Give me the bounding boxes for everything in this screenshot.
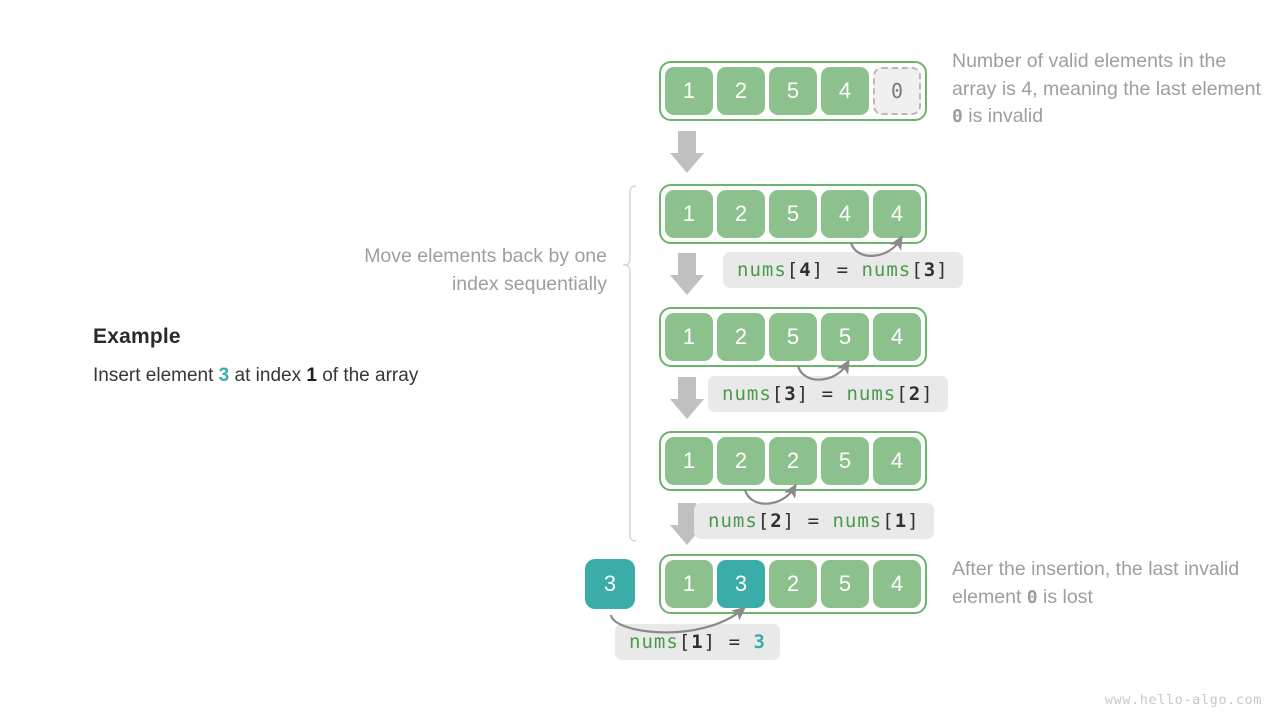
code-operator: =	[728, 631, 742, 653]
caption-top-highlight: 0	[952, 106, 963, 128]
array-step-3: 1 2 2 5 4	[659, 431, 927, 491]
arrow-shaft	[678, 131, 696, 153]
arrow-head	[670, 399, 704, 419]
code-label-insert: nums[1] = 3	[615, 624, 780, 660]
array-cell: 2	[717, 190, 765, 238]
code-rhs-index: 1	[894, 510, 908, 532]
arrow-shaft	[678, 253, 696, 275]
code-rhs-index: 2	[908, 383, 922, 405]
code-lhs-index: 4	[799, 259, 812, 281]
array-initial: 1 2 5 4 0	[659, 61, 927, 121]
array-step-1: 1 2 5 4 4	[659, 184, 927, 244]
watermark: www.hello-algo.com	[1104, 692, 1262, 708]
arrow-head	[670, 275, 704, 295]
array-cell: 5	[769, 313, 817, 361]
array-cell-invalid: 0	[873, 67, 921, 115]
example-title: Example	[93, 325, 181, 348]
caption-after-insertion: After the insertion, the last invalid el…	[952, 556, 1262, 611]
array-cell: 4	[873, 313, 921, 361]
caption-initial-array: Number of valid elements in the array is…	[952, 48, 1262, 131]
code-rhs-name: nums	[832, 510, 883, 532]
code-label-step-1: nums[4] = nums[3]	[723, 252, 963, 288]
example-sentence-middle: at index	[229, 365, 307, 386]
example-sentence: Insert element 3 at index 1 of the array	[93, 364, 553, 389]
array-cell: 5	[821, 560, 869, 608]
array-cell: 1	[665, 313, 713, 361]
code-operator: =	[821, 383, 835, 405]
caption-bottom-part2: is lost	[1037, 585, 1093, 608]
array-cell: 4	[873, 437, 921, 485]
array-cell: 2	[717, 437, 765, 485]
example-sentence-suffix: of the array	[316, 365, 419, 386]
array-cell-inserted: 3	[717, 560, 765, 608]
code-rhs-index: 3	[923, 259, 937, 281]
array-cell: 1	[665, 190, 713, 238]
array-cell: 2	[717, 313, 765, 361]
caption-bottom-part1: After the insertion, the last invalid el…	[952, 558, 1240, 608]
example-index-value: 1	[306, 365, 317, 386]
code-lhs-name: nums	[737, 259, 787, 281]
caption-shift-elements: Move elements back by one index sequenti…	[364, 245, 607, 295]
array-cell: 1	[665, 67, 713, 115]
code-label-step-2: nums[3] = nums[2]	[708, 376, 948, 412]
code-lhs-name: nums	[629, 631, 679, 653]
code-rhs-name: nums	[861, 259, 912, 281]
caption-bottom-highlight: 0	[1026, 586, 1038, 608]
array-cell: 5	[821, 437, 869, 485]
arrow-shaft	[678, 377, 696, 399]
code-operator: =	[836, 259, 850, 281]
array-cell: 1	[665, 437, 713, 485]
array-cell: 4	[873, 560, 921, 608]
example-insert-value: 3	[218, 365, 230, 386]
code-rhs-value: 3	[753, 631, 766, 653]
code-lhs-index: 2	[770, 510, 783, 532]
array-cell: 1	[665, 560, 713, 608]
array-cell: 5	[769, 190, 817, 238]
array-cell: 2	[769, 437, 817, 485]
array-cell: 2	[717, 67, 765, 115]
example-block: Example Insert element 3 at index 1 of t…	[93, 325, 553, 389]
array-cell: 4	[873, 190, 921, 238]
array-cell: 4	[821, 67, 869, 115]
grouping-brace	[622, 185, 637, 542]
code-operator: =	[807, 510, 821, 532]
arrow-shaft	[678, 503, 696, 525]
code-rhs-name: nums	[846, 383, 897, 405]
caption-top-part1: Number of valid elements in the array is…	[952, 50, 1261, 100]
array-cell: 5	[821, 313, 869, 361]
arrow-head	[670, 153, 704, 173]
code-lhs-index: 1	[691, 631, 704, 653]
code-lhs-index: 3	[784, 383, 797, 405]
array-cell: 5	[769, 67, 817, 115]
code-lhs-name: nums	[708, 510, 758, 532]
example-sentence-prefix: Insert element	[93, 365, 219, 386]
array-step-2: 1 2 5 5 4	[659, 307, 927, 367]
code-label-step-3: nums[2] = nums[1]	[694, 503, 934, 539]
array-final: 1 3 2 5 4	[659, 554, 927, 614]
array-cell: 4	[821, 190, 869, 238]
code-lhs-name: nums	[722, 383, 772, 405]
array-cell: 2	[769, 560, 817, 608]
caption-top-part2: is invalid	[962, 105, 1044, 128]
insert-value-box: 3	[585, 559, 635, 609]
